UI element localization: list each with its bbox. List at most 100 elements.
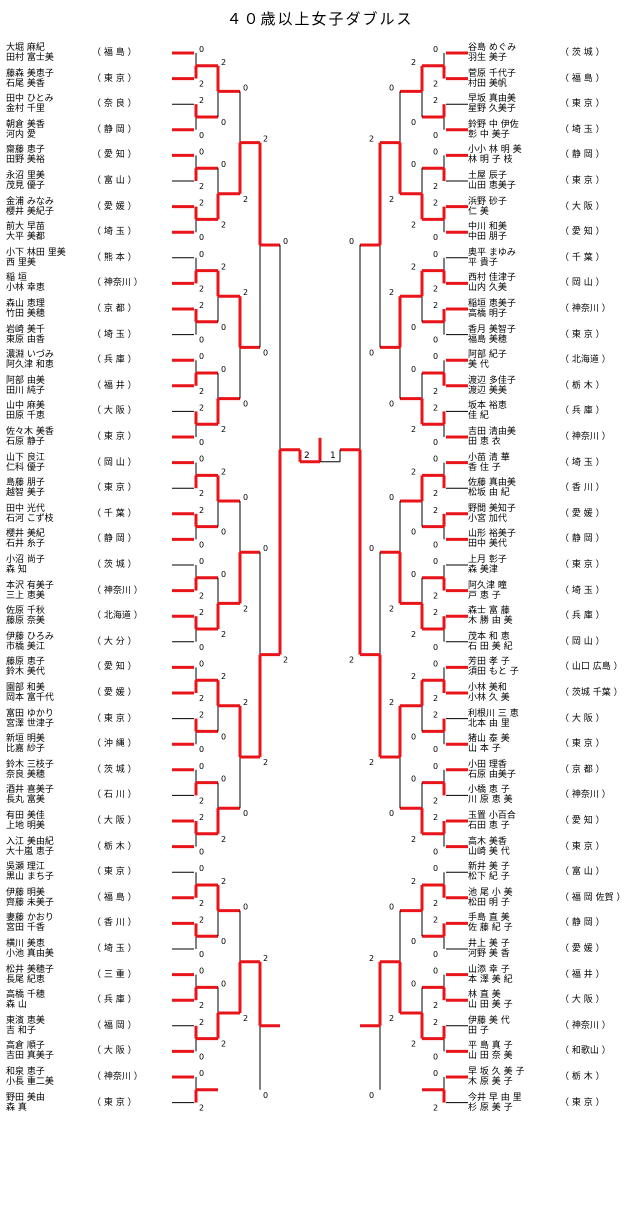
right-player-pair: 小田 理香石原 由美子 [468,760,516,780]
left-match-score: 2 [199,80,204,89]
prefecture-label: （ 大 阪 ） [92,1046,137,1057]
left-player-pair: 高倉 順子吉田 真美子 [6,1041,54,1061]
player-name: 阿久津 瞳 [468,580,507,591]
player-name: 横川 美恵 [6,939,45,949]
right-match-score: 2 [389,1014,394,1023]
left-player-pair: 櫻井 美紀石井 糸子 [6,529,45,549]
player-name: 高倉 順子 [6,1041,45,1052]
prefecture-label: （ 愛 媛 ） [560,508,605,519]
prefecture-label: （ 東 京 ） [560,560,605,570]
right-match-score: 0 [389,83,394,92]
prefecture-label: （ 岡 山 ） [92,457,137,468]
right-player-pair: 小橋 恵 子川 原 恵 美 [468,785,513,805]
left-match-score: 2 [243,604,248,613]
right-match-score: 2 [433,96,438,105]
right-player-pair: 西村 佳津子山内 久美 [468,273,516,293]
player-name: 福島 美穂 [468,334,507,345]
player-name: 小池 真由美 [6,949,54,959]
right-match-score: 0 [433,1069,438,1078]
right-player-pair: 鈴野 中 伊佐彰 中 美子 [468,120,519,140]
player-name: 森 真 [6,1102,27,1113]
right-match-score: 0 [411,570,416,579]
player-name: 鈴野 中 伊佐 [468,119,519,130]
player-name: 河野 美 香 [468,949,510,959]
player-name: 島藤 朋子 [6,478,45,489]
player-name: 杉 原 美 子 [468,1102,513,1113]
right-match-score: 2 [433,80,438,89]
player-name: 田原 千恵 [6,411,45,422]
left-match-score: 2 [243,1014,248,1023]
left-match-score: 2 [221,630,226,639]
left-match-score: 2 [243,195,248,204]
player-name: 平 貴子 [468,257,498,268]
player-name: 奈良 美穂 [6,769,45,780]
prefecture-label: （ 千 葉 ） [560,252,605,263]
left-match-score: 2 [221,467,226,476]
prefecture-label: （ 福 島 ） [92,48,137,58]
player-name: 濃淵 いづみ [6,350,54,361]
player-name: 平 島 真 子 [468,1041,513,1052]
player-name: 奥平 まゆみ [468,247,516,258]
player-name: 上地 明美 [6,821,45,831]
prefecture-label: （ 東 京 ） [92,432,137,442]
page-title: ４０歳以上女子ダブルス [226,10,414,28]
player-name: 岡本 富千代 [6,693,54,703]
left-match-score: 0 [199,233,204,242]
player-name: 田 恵 衣 [468,437,501,447]
right-match-score: 2 [411,263,416,272]
left-player-pair: 吳瀬 理江黒山 まち子 [6,862,54,882]
prefecture-label: （ 福 岡 佐賀 ） [560,892,626,903]
prefecture-label: （ 東 京 ） [92,73,137,84]
left-match-score: 0 [199,1069,204,1078]
player-name: 佳 紀 [468,411,489,422]
right-match-score: 0 [411,323,416,332]
left-match-score: 0 [199,848,204,857]
player-name: 齊藤 未美子 [6,897,54,908]
prefecture-label: （ 岡 山 ） [560,278,605,289]
right-match-score: 0 [369,348,374,357]
right-player-pair: 茂本 和 恵石 田 美 紀 [468,632,513,652]
prefecture-label: （ 東 京 ） [560,329,605,340]
player-name: 小苗 清 華 [468,452,510,463]
right-match-score: 0 [433,1052,438,1061]
player-name: 吉田 真美子 [6,1051,54,1062]
player-name: 妻藤 かおり [6,913,54,924]
right-match-score: 0 [349,237,354,246]
prefecture-label: （ 岡 山 ） [560,636,605,647]
right-match-score: 2 [411,672,416,681]
left-match-score: 2 [243,698,248,707]
left-match-score: 2 [199,199,204,208]
player-name: 山 田 奈 美 [468,1051,513,1062]
left-player-pair: 和泉 恵子小長 重二美 [6,1067,54,1087]
right-match-score: 0 [433,967,438,976]
left-player-pair: 松井 美穂子長尾 紀恵 [6,965,54,985]
prefecture-label: （ 山口 広島 ） [560,662,623,673]
prefecture-label: （ 静 岡 ） [92,124,137,135]
player-name: 佐 藤 紀 子 [468,923,513,934]
prefecture-label: （ 埼 玉 ） [92,944,137,954]
left-match-score: 0 [199,147,204,156]
player-name: 伊藤 美 代 [468,1015,510,1026]
player-name: 松田 明 子 [468,897,510,908]
player-name: 星野 久美子 [468,104,516,115]
player-name: 石原 静子 [6,437,45,447]
right-match-score: 2 [411,835,416,844]
player-name: 吉 和子 [6,1025,36,1036]
player-name: 小田 理香 [468,759,507,770]
left-player-pair: 入江 美由紀大十嵐 恵子 [6,837,54,857]
right-player-pair: 手島 直 美佐 藤 紀 子 [468,913,513,933]
prefecture-label: （ 福 岡 ） [92,1020,137,1031]
player-name: 玉置 小百合 [468,811,516,821]
right-match-score: 0 [433,45,438,54]
prefecture-label: （ 北海道 ） [92,611,143,622]
right-match-score: 2 [411,630,416,639]
left-player-pair: 前大 早苗大平 美都 [6,222,45,242]
right-player-pair: 上月 彰子森 美津 [468,555,507,575]
left-match-score: 0 [199,643,204,652]
left-match-score: 0 [221,570,226,579]
right-match-score: 2 [349,656,354,665]
prefecture-label: （ 香 川 ） [92,918,137,929]
right-player-pair: 小小 林 明 美林 明 子 枝 [468,145,522,165]
right-match-score: 2 [433,403,438,412]
right-match-score: 0 [433,762,438,771]
